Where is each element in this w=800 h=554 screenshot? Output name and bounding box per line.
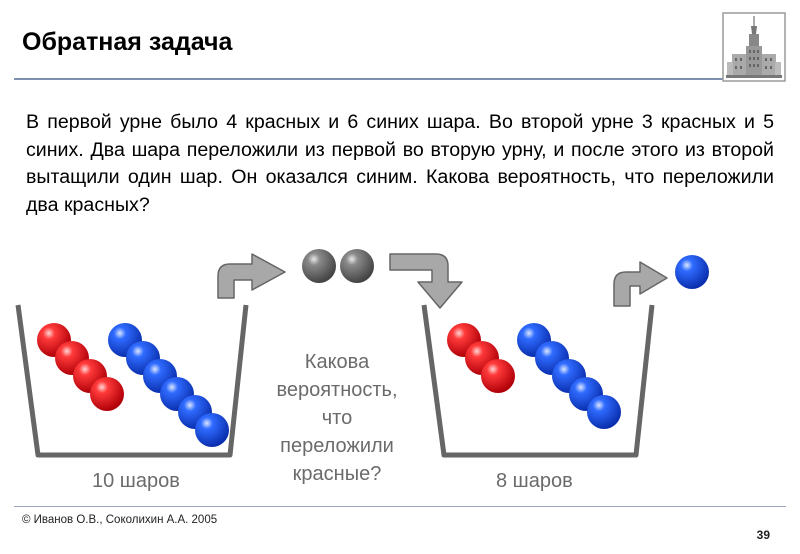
transferred-balls — [302, 249, 374, 283]
gray-ball — [302, 249, 336, 283]
copyright: © Иванов О.В., Соколихин А.А. 2005 — [22, 514, 218, 526]
question-text: Какова вероятность, что переложили красн… — [258, 348, 416, 488]
question-line: переложили — [280, 435, 394, 457]
urn-1-red-balls — [37, 323, 124, 411]
urn-2 — [421, 304, 655, 458]
footer-divider — [14, 506, 786, 507]
page-number: 39 — [756, 528, 770, 542]
red-ball — [90, 377, 124, 411]
urn-1 — [15, 304, 249, 458]
slide-title: Обратная задача — [22, 28, 233, 56]
question-line: вероятность, — [276, 379, 398, 401]
question-line: красные? — [292, 463, 382, 485]
problem-text: В первой урне было 4 красных и 6 синих ш… — [26, 111, 774, 216]
curved-arrow-icon — [613, 261, 668, 307]
university-building-icon — [722, 12, 786, 82]
urn-1-blue-balls — [108, 323, 229, 447]
urn-2-blue-balls — [517, 323, 621, 429]
red-ball — [481, 359, 515, 393]
urn-1-count: 10 шаров — [92, 470, 180, 492]
question-line: Какова — [304, 351, 370, 373]
curved-arrow-icon — [389, 253, 463, 309]
blue-ball — [587, 395, 621, 429]
curved-arrow-icon — [217, 253, 286, 299]
title-divider — [14, 78, 726, 80]
urn-2-red-balls — [447, 323, 515, 393]
urn-2-count: 8 шаров — [496, 470, 573, 492]
gray-ball — [340, 249, 374, 283]
blue-ball — [195, 413, 229, 447]
question-line: что — [321, 407, 353, 429]
drawn-blue-ball — [675, 255, 709, 289]
